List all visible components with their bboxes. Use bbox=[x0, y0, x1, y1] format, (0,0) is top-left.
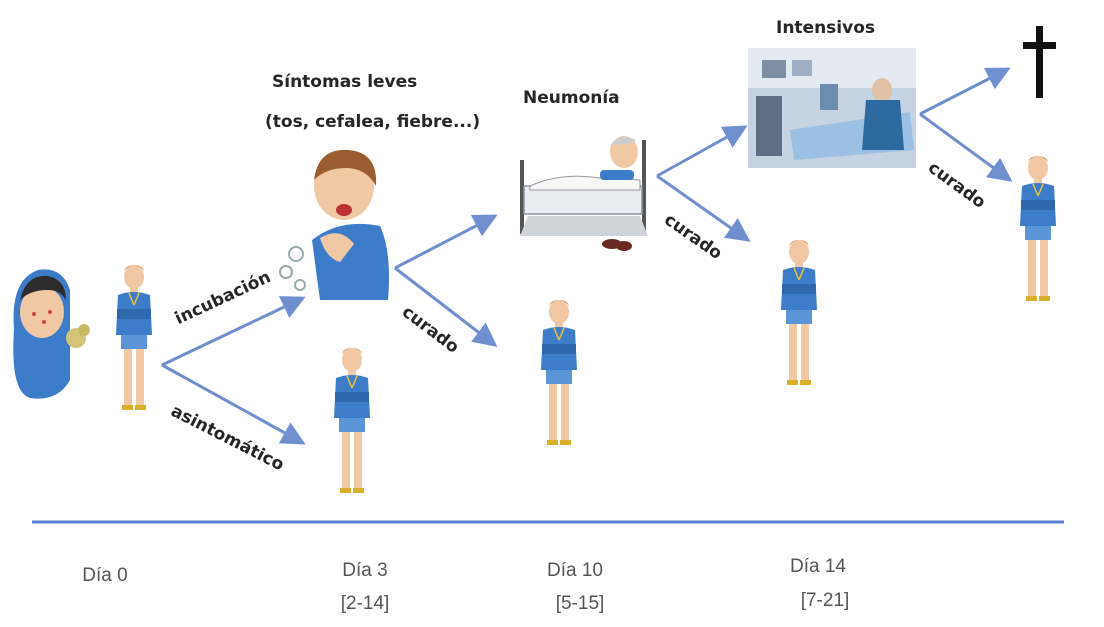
icu-room-icon bbox=[748, 48, 916, 168]
healthy-person-icon bbox=[780, 239, 818, 386]
arrow-cured-3 bbox=[919, 112, 1013, 182]
arrow-cured-2 bbox=[656, 174, 751, 242]
arrow-to-icu bbox=[656, 125, 748, 178]
pneumonia-title: Neumonía bbox=[523, 88, 620, 108]
arrow-incubation bbox=[161, 296, 306, 367]
healthy-person-icon bbox=[115, 264, 153, 411]
sneezing-person-icon bbox=[13, 269, 90, 399]
icu-title: Intensivos bbox=[776, 18, 876, 38]
hospital-bed-icon bbox=[520, 136, 648, 251]
coughing-person-icon bbox=[279, 149, 389, 300]
mild-symptoms-subtitle: (tos, cefalea, fiebre...) bbox=[265, 112, 481, 132]
healthy-person-icon bbox=[540, 299, 578, 446]
healthy-person-icon bbox=[333, 347, 371, 494]
arrow-to-death bbox=[919, 67, 1011, 116]
day-10-label: Día 10 bbox=[547, 560, 603, 581]
day-3-label: Día 3 bbox=[342, 560, 388, 581]
cross-icon bbox=[1023, 26, 1056, 98]
day-0-label: Día 0 bbox=[82, 565, 128, 586]
arrow-to-pneumonia bbox=[394, 214, 498, 270]
arrow-cured-1 bbox=[394, 266, 498, 347]
day-3-range: [2-14] bbox=[340, 593, 390, 614]
day-14-range: [7-21] bbox=[800, 590, 850, 611]
arrow-asymptomatic bbox=[161, 363, 306, 445]
mild-symptoms-title: Síntomas leves bbox=[272, 72, 418, 92]
day-10-range: [5-15] bbox=[555, 593, 605, 614]
healthy-person-icon bbox=[1019, 155, 1057, 302]
day-14-label: Día 14 bbox=[790, 556, 846, 577]
